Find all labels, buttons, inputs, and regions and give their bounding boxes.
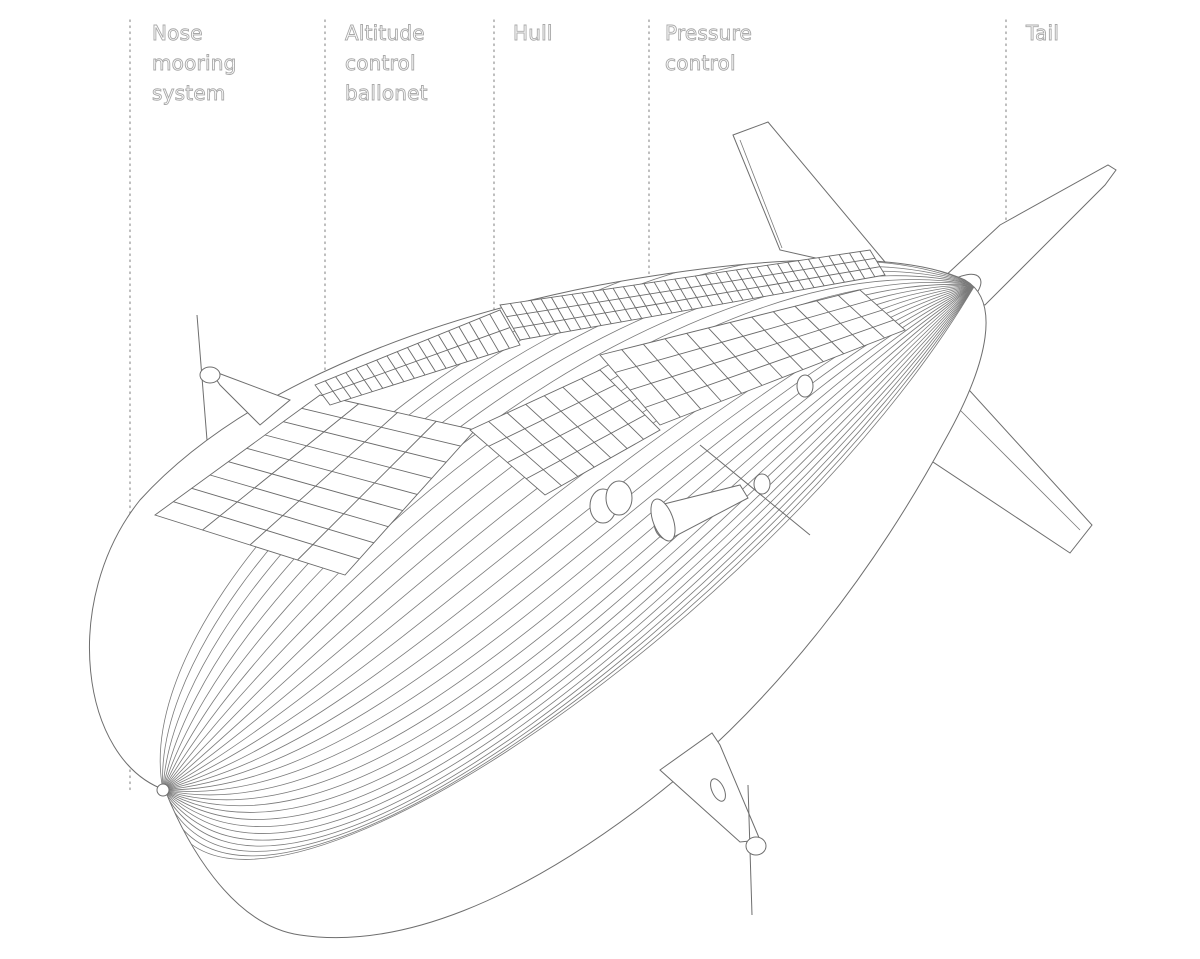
nose-cone <box>156 783 170 797</box>
side-engine <box>650 444 811 542</box>
hull-gore-line <box>162 284 976 841</box>
hull-gore-line <box>162 284 976 860</box>
solar-panel-middle <box>469 369 661 496</box>
solar-panel-arrays <box>154 249 906 576</box>
solar-panel-rear <box>599 289 906 426</box>
hull-gore-line <box>162 259 976 791</box>
front-propeller <box>196 314 291 441</box>
hull-gore-line <box>162 284 976 820</box>
hull-gore-line <box>162 259 976 791</box>
solar-panel-front <box>154 394 476 576</box>
upper-tail-fin <box>732 121 886 269</box>
label-altitude-control-ballonet: Altitude control ballonet <box>345 21 428 106</box>
hull-gore-line <box>162 284 976 791</box>
hull-gore-line <box>162 284 976 813</box>
solar-panel-top-front <box>314 309 521 406</box>
hull-gore-line <box>162 284 976 796</box>
pressure-valves <box>589 374 814 524</box>
label-pressure-control: Pressure control <box>665 21 753 76</box>
hull-gore-line <box>162 284 976 792</box>
solar-panel-top-rear <box>499 249 886 341</box>
hull-gore-line <box>162 284 976 827</box>
label-nose-mooring-system: Nose mooring system <box>152 21 237 106</box>
label-hull: Hull <box>513 21 553 46</box>
hull-gore-line <box>162 284 976 834</box>
hull-gore-line <box>162 284 976 801</box>
hull-gore-line <box>162 284 976 806</box>
hull-gore-line <box>162 284 976 857</box>
hull-gore-line <box>160 259 976 791</box>
bottom-propeller <box>659 732 767 916</box>
label-tail: Tail <box>1026 21 1060 46</box>
